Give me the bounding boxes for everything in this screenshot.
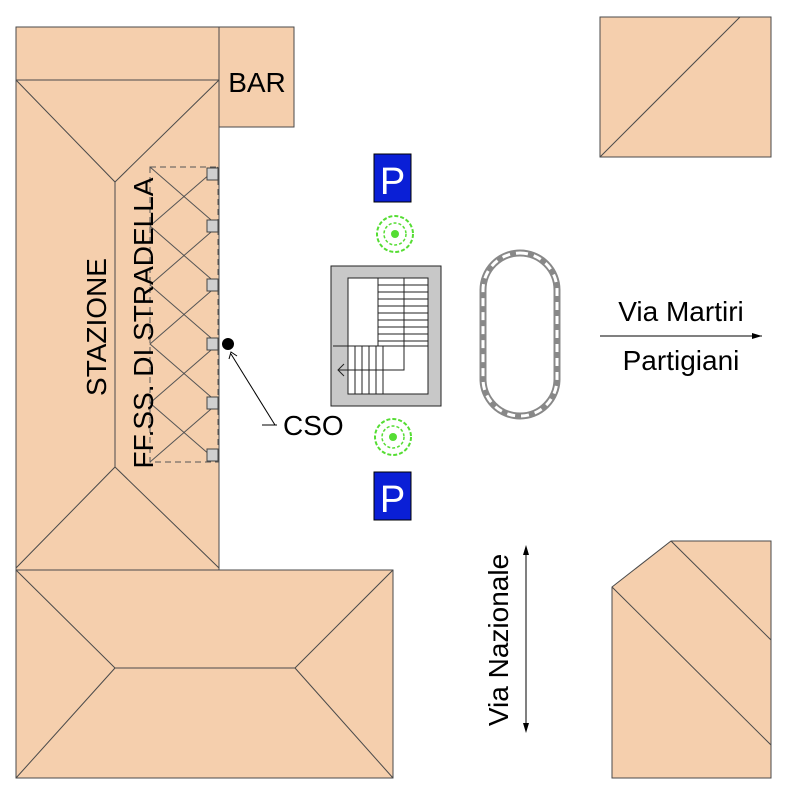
station-label-line1: STAZIONE <box>81 258 112 396</box>
tree-icon <box>376 215 414 253</box>
street-label-nazionale: Via Nazionale <box>483 554 514 726</box>
building-bottom-left <box>15 569 394 779</box>
station-label-line2: FF.SS. DI STRADELLA <box>128 177 159 468</box>
stairs-icon <box>330 265 442 407</box>
station-canopy <box>149 166 219 463</box>
cso-marker-icon <box>222 338 277 426</box>
street-label-martiri-line1: Via Martiri <box>618 296 744 327</box>
building-bottom-right <box>611 540 772 779</box>
roundabout <box>479 249 561 420</box>
street-label-martiri-line2: Partigiani <box>623 345 740 376</box>
cso-label: CSO <box>283 410 344 441</box>
parking-label: P <box>380 479 405 521</box>
parking-icon: P <box>373 153 412 203</box>
station-building <box>15 26 220 571</box>
direction-arrow-icon <box>600 333 762 339</box>
direction-arrow-icon <box>523 545 529 733</box>
tree-icon <box>374 418 412 456</box>
bar-building <box>218 26 295 128</box>
bar-label: BAR <box>228 67 286 98</box>
parking-label: P <box>380 161 405 203</box>
parking-icon: P <box>373 471 412 521</box>
building-top-right <box>599 16 772 158</box>
